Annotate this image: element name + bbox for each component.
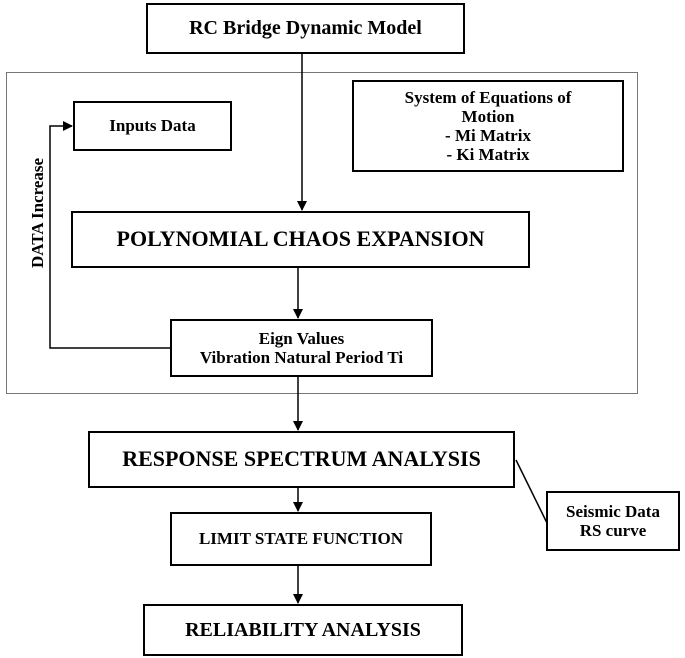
limit-state-text: LIMIT STATE FUNCTION [198, 529, 404, 549]
rc-bridge-model-box: RC Bridge Dynamic Model [146, 3, 465, 54]
eigen-values-box: Eign Values Vibration Natural Period Ti [170, 319, 433, 377]
model-group-frame [6, 72, 638, 394]
inputs-data-text: Inputs Data [109, 116, 196, 136]
system-equations-line-4: - Ki Matrix [446, 145, 530, 165]
seismic-data-box: Seismic Data RS curve [546, 491, 680, 551]
seismic-data-line-2: RS curve [579, 521, 647, 540]
link-seismic-to-rsa [515, 459, 548, 524]
reliability-text: RELIABILITY ANALYSIS [185, 618, 421, 641]
data-increase-label: DATA Increase [28, 157, 47, 268]
rc-bridge-model-text: RC Bridge Dynamic Model [189, 17, 422, 40]
system-equations-line-1: System of Equations of [404, 87, 572, 107]
inputs-data-box: Inputs Data [73, 101, 232, 151]
eigen-values-line-2: Vibration Natural Period Ti [199, 348, 404, 367]
eigen-values-line-1: Eign Values [258, 328, 345, 348]
seismic-data-line-1: Seismic Data [566, 501, 660, 521]
system-equations-box: System of Equations of Motion - Mi Matri… [352, 80, 624, 172]
pce-box: POLYNOMIAL CHAOS EXPANSION [71, 211, 530, 268]
arrow-feedback-loop [49, 121, 170, 349]
response-spectrum-text: RESPONSE SPECTRUM ANALYSIS [122, 446, 481, 472]
system-equations-line-3: - Mi Matrix [445, 126, 531, 145]
pce-text: POLYNOMIAL CHAOS EXPANSION [116, 226, 485, 252]
limit-state-box: LIMIT STATE FUNCTION [170, 512, 432, 566]
reliability-box: RELIABILITY ANALYSIS [143, 604, 463, 656]
system-equations-line-2: Motion [461, 106, 515, 126]
response-spectrum-box: RESPONSE SPECTRUM ANALYSIS [88, 431, 515, 488]
